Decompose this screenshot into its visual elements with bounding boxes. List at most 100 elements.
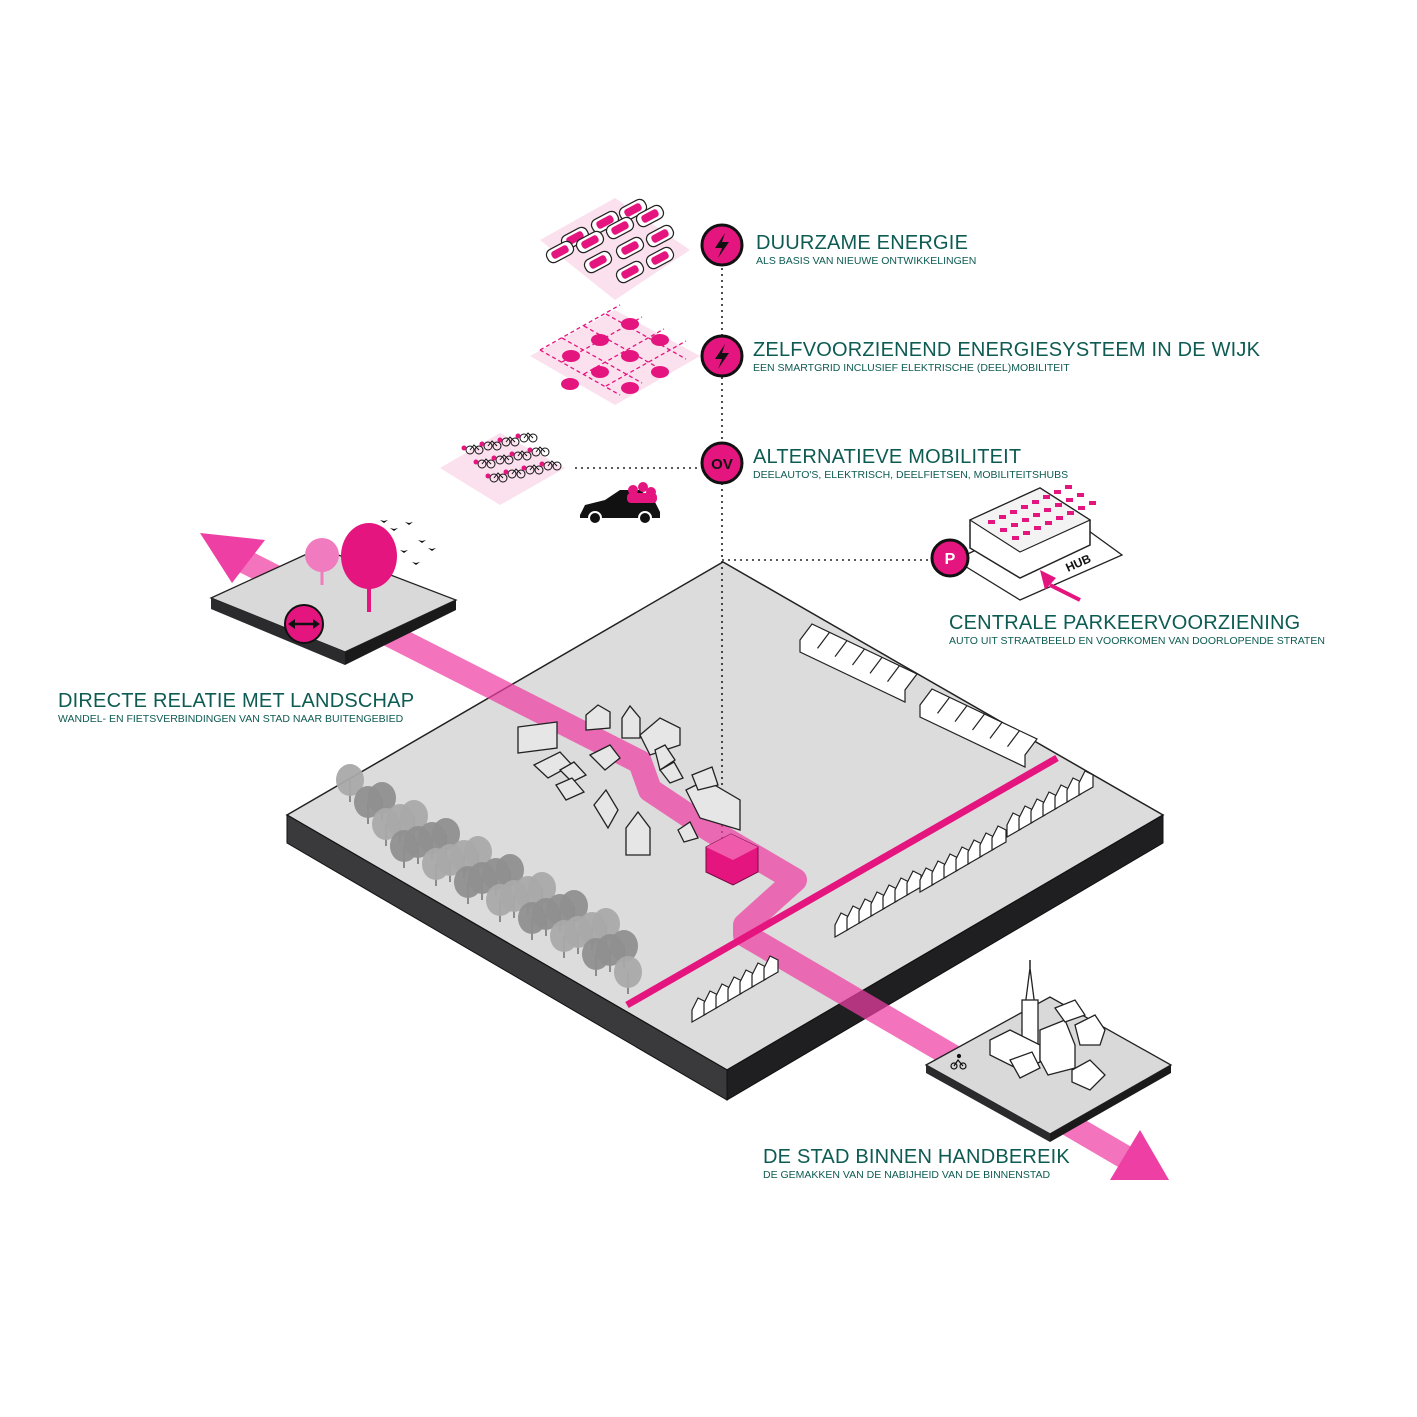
- label-parking-sub: AUTO UIT STRAATBEELD EN VOORKOMEN VAN DO…: [949, 635, 1325, 647]
- ov-icon: OV: [700, 441, 744, 485]
- parked-car: [1023, 531, 1030, 535]
- battery-icon: [583, 250, 613, 274]
- row-house: [919, 688, 1038, 768]
- grid-node: [621, 318, 639, 330]
- connector-lines: [575, 268, 930, 840]
- parked-car: [1056, 516, 1063, 520]
- battery-icon: [605, 216, 635, 240]
- parked-car: [1045, 521, 1052, 525]
- tree: [390, 830, 418, 868]
- bike-icon: [521, 464, 544, 475]
- parked-car: [1065, 485, 1072, 489]
- tree: [422, 848, 450, 886]
- battery-icon: [615, 236, 645, 260]
- parked-car: [988, 520, 995, 524]
- battery-icon: [645, 224, 675, 248]
- grid-node: [621, 350, 639, 362]
- bike-share-layer: [440, 432, 565, 505]
- parked-car: [1012, 536, 1019, 540]
- bike-icon: [491, 454, 514, 465]
- hub-building: [705, 833, 759, 886]
- label-smartgrid: ZELFVOORZIENEND ENERGIESYSTEEM IN DE WIJ…: [753, 339, 1260, 375]
- label-landscape: DIRECTE RELATIE MET LANDSCHAP WANDEL- EN…: [58, 690, 414, 726]
- bike-icon: [527, 446, 550, 457]
- bike-icon: [539, 460, 562, 471]
- tree: [582, 938, 610, 976]
- label-energy: DUURZAME ENERGIE ALS BASIS VAN NIEUWE ON…: [756, 232, 976, 268]
- bike-icon: [473, 458, 496, 469]
- label-city: DE STAD BINNEN HANDBEREIK DE GEMAKKEN VA…: [763, 1146, 1070, 1182]
- label-landscape-title: DIRECTE RELATIE MET LANDSCHAP: [58, 690, 415, 712]
- label-mobility-title: ALTERNATIEVE MOBILITEIT: [753, 446, 1022, 468]
- label-city-sub: DE GEMAKKEN VAN DE NABIJHEID VAN DE BINN…: [763, 1169, 1051, 1181]
- lightning-icon: [700, 223, 744, 267]
- grid-node: [591, 366, 609, 378]
- parked-car: [1089, 501, 1096, 505]
- battery-icon: [615, 260, 645, 284]
- bike-icon: [479, 440, 502, 451]
- battery-icon: [645, 246, 675, 270]
- landscape-tile: [209, 520, 458, 665]
- label-mobility: ALTERNATIEVE MOBILITEIT DEELAUTO'S, ELEK…: [753, 446, 1068, 482]
- parked-car: [1011, 523, 1018, 527]
- svg-text:P: P: [945, 551, 956, 568]
- parked-car: [1000, 528, 1007, 532]
- svg-text:OV: OV: [711, 456, 733, 473]
- row-houses: [691, 623, 1094, 1024]
- grid-node: [562, 350, 580, 362]
- battery-icon: [545, 240, 575, 264]
- row-house: [919, 825, 1007, 894]
- grid-node: [651, 366, 669, 378]
- double-arrow-icon: [284, 604, 324, 644]
- parked-car: [1022, 518, 1029, 522]
- bike-icon: [461, 444, 484, 455]
- parking-icon: P: [930, 538, 970, 578]
- parked-car: [1021, 505, 1028, 509]
- shared-car-icon: [580, 482, 660, 525]
- label-parking-title: CENTRALE PARKEERVOORZIENING: [949, 612, 1301, 634]
- label-city-title: DE STAD BINNEN HANDBEREIK: [763, 1146, 1070, 1168]
- bike-icon: [497, 436, 520, 447]
- parked-car: [1044, 508, 1051, 512]
- grid-node: [621, 382, 639, 394]
- tree: [372, 808, 400, 846]
- arrow-head-left: [200, 533, 265, 583]
- parked-car: [999, 515, 1006, 519]
- label-energy-sub: ALS BASIS VAN NIEUWE ONTWIKKELINGEN: [756, 255, 977, 267]
- parked-car: [1055, 503, 1062, 507]
- parked-car: [1067, 511, 1074, 515]
- parked-car: [1077, 493, 1084, 497]
- bike-icon: [503, 468, 526, 479]
- grid-node: [591, 334, 609, 346]
- label-smartgrid-title: ZELFVOORZIENEND ENERGIESYSTEEM IN DE WIJ…: [753, 339, 1261, 361]
- smartgrid-layer: [530, 304, 700, 405]
- tree: [454, 866, 482, 904]
- row-house: [1006, 770, 1094, 839]
- label-mobility-sub: DEELAUTO'S, ELEKTRISCH, DEELFIETSEN, MOB…: [753, 469, 1069, 481]
- grid-node: [561, 378, 579, 390]
- cyclist-icon: [950, 1053, 967, 1070]
- forest: [336, 764, 642, 994]
- tree: [614, 956, 642, 994]
- village-houses: [517, 704, 741, 856]
- bike-icon: [515, 432, 538, 443]
- grid-node: [651, 334, 669, 346]
- parked-car: [1032, 500, 1039, 504]
- row-house: [834, 870, 922, 939]
- label-smartgrid-sub: EEN SMARTGRID INCLUSIEF ELEKTRISCHE (DEE…: [753, 362, 1070, 374]
- row-house: [691, 955, 779, 1024]
- arrow-head-right: [1110, 1130, 1169, 1180]
- battery-icon: [618, 198, 648, 222]
- tree: [550, 920, 578, 958]
- city-tile: [924, 960, 1173, 1142]
- parked-car: [1010, 510, 1017, 514]
- parking-hub: HUB: [953, 485, 1124, 602]
- tree: [354, 786, 382, 824]
- parked-car: [1043, 495, 1050, 499]
- tree: [486, 884, 514, 922]
- bike-icon: [509, 450, 532, 461]
- tree: [518, 902, 546, 940]
- battery-icon: [635, 204, 665, 228]
